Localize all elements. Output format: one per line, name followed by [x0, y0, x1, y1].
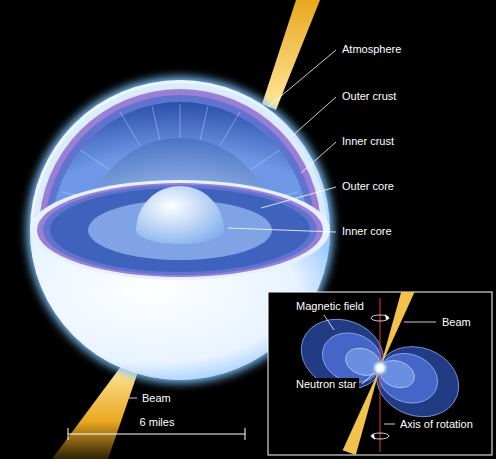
inner-core — [136, 186, 224, 244]
inset-illustration — [272, 292, 488, 455]
inset-label: Axis of rotation — [398, 418, 475, 431]
beam — [262, 0, 320, 110]
inset-label: Neutron star — [294, 378, 359, 391]
scale-bar — [68, 428, 245, 440]
beam-label: Beam — [140, 392, 173, 405]
inset-panel — [268, 292, 492, 455]
leader-line — [324, 315, 436, 424]
beam — [52, 365, 138, 459]
scale-label: 6 miles — [138, 416, 177, 429]
layer-label: Atmosphere — [340, 43, 403, 56]
inset-label: Magnetic field — [294, 300, 366, 313]
layer-label: Inner core — [340, 225, 394, 238]
inset-label: Beam — [440, 316, 473, 329]
layer-label: Inner crust — [340, 135, 396, 148]
layer-label: Outer core — [340, 180, 396, 193]
layer-label: Outer crust — [340, 90, 398, 103]
